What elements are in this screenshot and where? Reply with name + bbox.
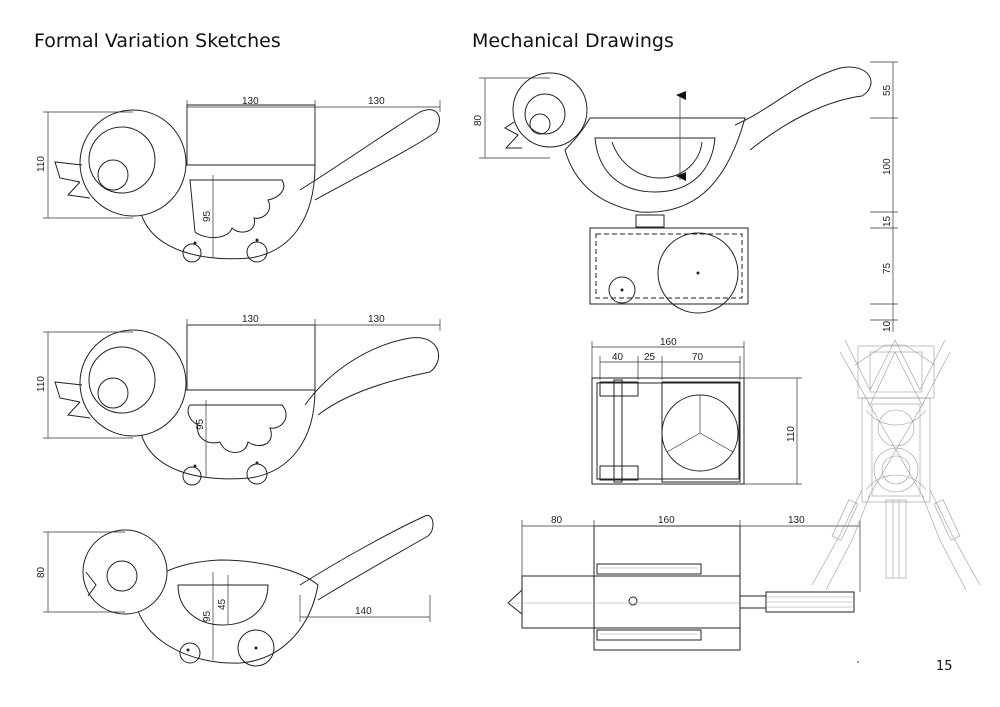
mechanical-side-view: 80 (473, 66, 872, 314)
sketch-2: 130 130 110 95 (36, 314, 441, 486)
dim-s1-wing-height: 95 (202, 210, 213, 222)
dim-bottom-middle: 160 (658, 515, 675, 526)
dim-bottom-left: 80 (551, 515, 563, 526)
dim-s3-wing-inner: 45 (217, 598, 228, 610)
mechanical-plan-view: 160 40 25 70 110 (591, 337, 802, 485)
dim-vertical-55: 55 (882, 84, 893, 96)
wireframe-front-view (811, 339, 981, 663)
dim-s2-width-top: 130 (242, 314, 259, 325)
dim-s1-height: 110 (36, 156, 47, 172)
dim-plan-seg-b: 25 (644, 352, 656, 363)
dim-vertical-100: 100 (882, 158, 893, 175)
dim-s1-width-top: 130 (242, 96, 259, 107)
dim-s2-height: 110 (36, 376, 47, 392)
dim-plan-depth: 110 (786, 426, 797, 442)
heading-mechanical-drawings: Mechanical Drawings (472, 30, 674, 52)
dim-bottom-right: 130 (788, 515, 805, 526)
heading-formal-variation-sketches: Formal Variation Sketches (34, 30, 281, 52)
dim-plan-total: 160 (660, 337, 677, 348)
dim-s1-width-tail: 130 (368, 96, 385, 107)
dim-vertical-15: 15 (882, 215, 893, 227)
dim-side-height: 80 (473, 114, 484, 126)
sketch-3: 80 95 45 140 (36, 514, 434, 667)
dim-s3-height: 80 (36, 566, 47, 578)
dim-vertical-75: 75 (882, 262, 893, 274)
vertical-dimension-chain: 55 100 15 75 10 (870, 61, 898, 332)
dim-s3-wing-height: 95 (202, 610, 213, 622)
mechanical-bottom-view: 80 160 130 (507, 515, 861, 651)
dim-s3-tail-length: 140 (355, 606, 372, 617)
dim-plan-seg-a: 40 (612, 352, 624, 363)
dim-s2-wing-height: 95 (195, 418, 206, 430)
dim-vertical-10: 10 (882, 320, 893, 332)
page-number: 15 (936, 659, 953, 674)
sketch-1: 130 130 110 95 (36, 96, 441, 263)
dim-s2-width-tail: 130 (368, 314, 385, 325)
dim-plan-seg-c: 70 (692, 352, 704, 363)
